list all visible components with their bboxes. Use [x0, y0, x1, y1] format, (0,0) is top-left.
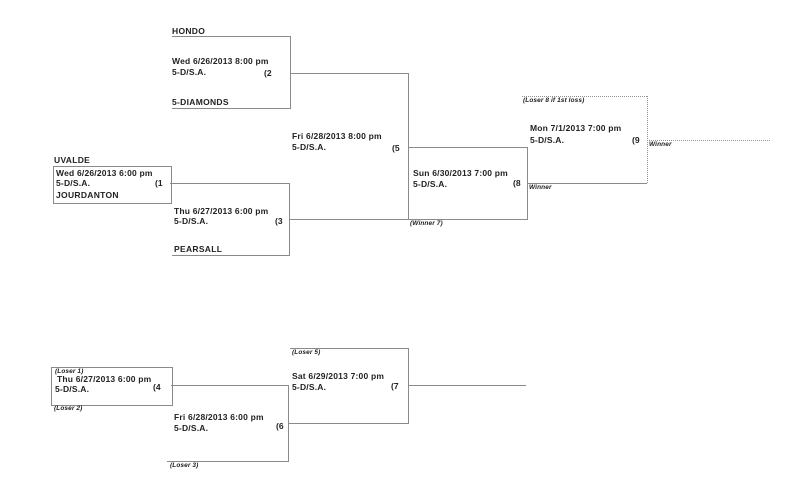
game-7-winner-line — [408, 385, 526, 386]
game-2-team-bottom: 5-DIAMONDS — [172, 97, 229, 107]
game-5-date: Fri 6/28/2013 8:00 pm — [292, 131, 382, 141]
game-7-connector — [408, 348, 409, 424]
game-5-connector — [408, 73, 409, 220]
game-7-site: 5-D/S.A. — [292, 382, 327, 392]
game-4-bottom-label: (Loser 2) — [54, 405, 83, 412]
game-2-team-top: HONDO — [172, 26, 206, 36]
game-1-date: Wed 6/26/2013 6:00 pm — [56, 168, 153, 178]
game-7-date: Sat 6/29/2013 7:00 pm — [292, 371, 385, 381]
game-1-winner-line — [170, 183, 289, 184]
game-6-winner-line — [288, 423, 408, 424]
game-8-date: Sun 6/30/2013 7:00 pm — [413, 168, 508, 178]
game-8-site: 5-D/S.A. — [413, 179, 448, 189]
game-3-team-bottom: PEARSALL — [174, 244, 223, 254]
game-2-winner-line — [290, 73, 409, 74]
game-6-date: Fri 6/28/2013 6:00 pm — [174, 412, 264, 422]
game-4-number: (4 — [153, 382, 161, 392]
game-6-site: 5-D/S.A. — [174, 423, 209, 433]
game-9-top-label: (Loser 8 if 1st loss) — [523, 97, 585, 104]
game-2-connector — [290, 36, 291, 109]
game-1-site: 5-D/S.A. — [56, 178, 91, 188]
game-8-winner-label: Winner — [529, 184, 552, 191]
game-2-bottom-line — [172, 108, 290, 109]
game-1-team-bottom: JOURDANTON — [56, 190, 119, 200]
game-4-top-label: (Loser 1) — [55, 368, 84, 375]
game-8-number: (8 — [513, 178, 521, 188]
game-5-site: 5-D/S.A. — [292, 142, 327, 152]
game-9-winner-line — [647, 140, 770, 141]
game-5-winner-line — [408, 147, 527, 148]
game-4-box — [51, 367, 173, 406]
game-8-bottom-line — [408, 219, 527, 220]
game-2-number: (2 — [264, 68, 272, 78]
game-9-top-line — [522, 96, 647, 97]
game-8-bottom-label: (Winner 7) — [410, 220, 443, 227]
game-3-date: Thu 6/27/2013 6:00 pm — [174, 206, 269, 216]
game-1-team-top: UVALDE — [54, 155, 91, 165]
game-9-site: 5-D/S.A. — [530, 135, 565, 145]
game-5-number: (5 — [392, 143, 400, 153]
game-3-bottom-line — [172, 255, 290, 256]
game-3-site: 5-D/S.A. — [174, 216, 209, 226]
game-8-winner-line — [527, 183, 647, 184]
game-7-top-label: (Loser 5) — [292, 349, 321, 356]
game-2-site: 5-D/S.A. — [172, 67, 207, 77]
game-3-winner-line — [289, 219, 409, 220]
game-1-number: (1 — [155, 178, 163, 188]
game-9-connector — [647, 96, 648, 183]
game-4-winner-line — [171, 385, 288, 386]
game-6-bottom-label: (Loser 3) — [170, 462, 199, 469]
game-6-number: (6 — [276, 421, 284, 431]
game-9-date: Mon 7/1/2013 7:00 pm — [530, 123, 622, 133]
game-6-bottom-line — [167, 461, 288, 462]
game-3-number: (3 — [275, 216, 283, 226]
game-7-number: (7 — [391, 381, 399, 391]
game-7-top-line — [290, 348, 408, 349]
game-4-site: 5-D/S.A. — [55, 384, 90, 394]
game-4-date: Thu 6/27/2013 6:00 pm — [57, 374, 152, 384]
game-2-date: Wed 6/26/2013 8:00 pm — [172, 56, 269, 66]
game-9-winner-label: Winner — [649, 141, 672, 148]
game-1-box — [53, 166, 172, 204]
game-9-number: (9 — [632, 135, 640, 145]
game-2-top-line — [172, 36, 290, 37]
